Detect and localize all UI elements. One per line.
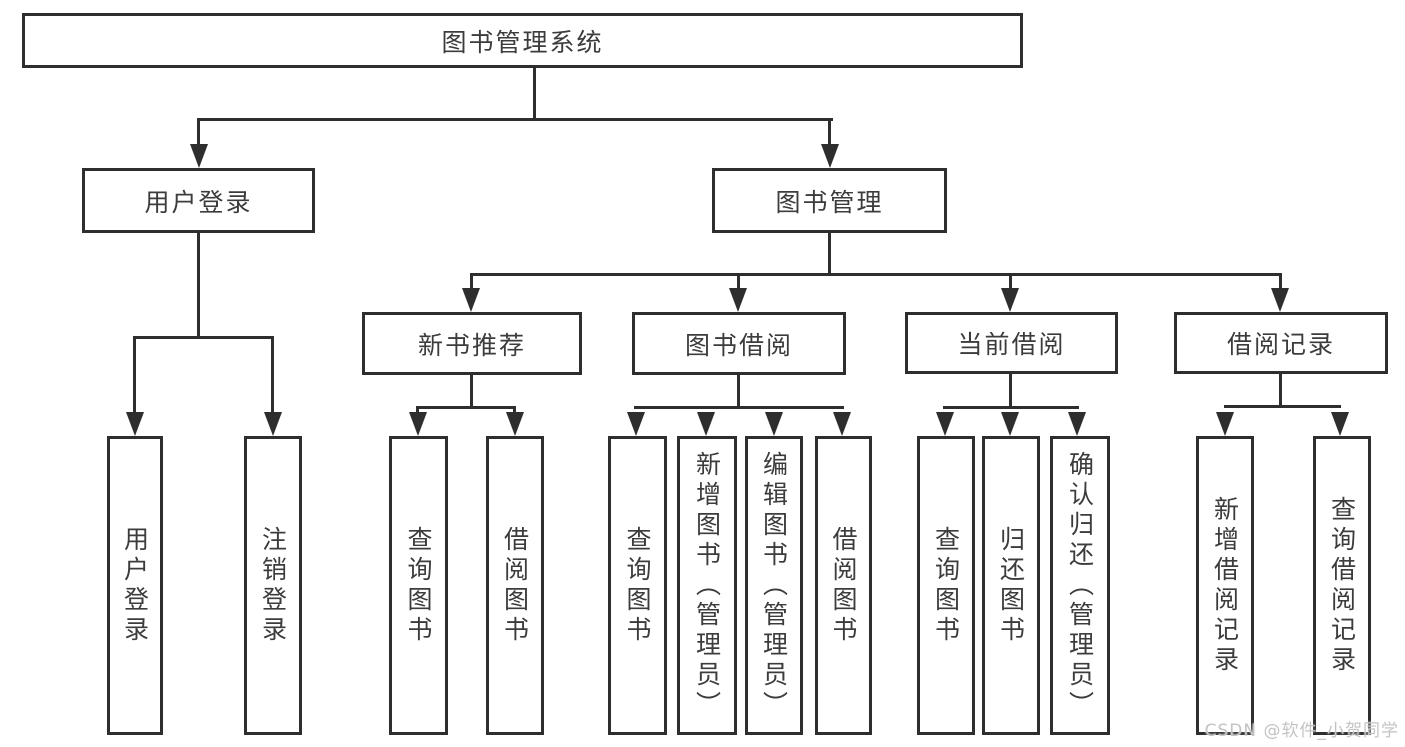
connector-bookmgmt-trunk	[828, 233, 831, 275]
arrow-down-icon	[697, 412, 715, 436]
connector-userlogin-drop-left	[133, 338, 136, 414]
node-borrow-books-newbook: 借阅图书	[486, 436, 544, 735]
arrow-down-icon	[190, 144, 208, 168]
arrow-down-icon	[409, 412, 427, 436]
connector-bookmgmt-drop	[737, 275, 740, 290]
connector-borrowrecord-bar	[1224, 405, 1341, 408]
node-user-login-action: 用户登录	[107, 436, 163, 735]
arrow-down-icon	[1271, 288, 1289, 312]
node-new-book-recommend: 新书推荐	[362, 312, 582, 375]
node-book-management: 图书管理	[712, 168, 947, 233]
node-return-books: 归还图书	[982, 436, 1040, 735]
csdn-watermark: CSDN @软件_小贺同学	[1204, 721, 1399, 741]
connector-bookmgmt-bar	[470, 273, 1282, 276]
node-edit-books-admin: 编辑图书（管理员）	[745, 436, 803, 735]
node-borrow-records: 借阅记录	[1174, 312, 1388, 374]
node-query-books-borrow: 查询图书	[608, 436, 667, 735]
arrow-down-icon	[821, 144, 839, 168]
arrow-down-icon	[1001, 412, 1019, 436]
node-user-login: 用户登录	[82, 168, 315, 233]
connector-currentborrow-trunk	[1009, 374, 1012, 408]
node-borrow-books: 借阅图书	[815, 436, 872, 735]
node-logout-action: 注销登录	[244, 436, 302, 735]
arrow-down-icon	[1068, 412, 1086, 436]
connector-root-drop-right	[828, 120, 831, 148]
node-query-books-current: 查询图书	[917, 436, 975, 735]
arrow-down-icon	[264, 412, 282, 436]
arrow-down-icon	[627, 412, 645, 436]
connector-userlogin-drop-right	[271, 338, 274, 414]
arrow-down-icon	[126, 412, 144, 436]
node-current-borrow: 当前借阅	[905, 312, 1118, 374]
connector-bookborrow-bar	[634, 406, 844, 409]
connector-userlogin-trunk	[197, 233, 200, 338]
connector-userlogin-bar	[133, 336, 274, 339]
arrow-down-icon	[462, 288, 480, 312]
node-query-books-newbook: 查询图书	[389, 436, 448, 735]
arrow-down-icon	[765, 412, 783, 436]
connector-root-bar	[197, 118, 833, 121]
node-query-borrow-record: 查询借阅记录	[1313, 436, 1371, 735]
arrow-down-icon	[1331, 412, 1349, 436]
connector-currentborrow-bar	[943, 406, 1079, 409]
arrow-down-icon	[1001, 288, 1019, 312]
connector-bookborrow-trunk	[737, 375, 740, 408]
arrow-down-icon	[1216, 412, 1234, 436]
node-library-management-system: 图书管理系统	[22, 13, 1023, 68]
arrow-down-icon	[833, 412, 851, 436]
node-confirm-return-admin: 确认归还（管理员）	[1050, 436, 1110, 735]
node-add-borrow-record: 新增借阅记录	[1196, 436, 1254, 735]
connector-borrowrecord-trunk	[1279, 374, 1282, 407]
arrow-down-icon	[729, 288, 747, 312]
connector-root-trunk	[533, 68, 536, 120]
connector-root-drop-left	[197, 120, 200, 148]
connector-newbook-bar	[416, 406, 516, 409]
node-add-books-admin: 新增图书（管理员）	[677, 436, 737, 735]
connector-newbook-trunk	[470, 375, 473, 408]
arrow-down-icon	[936, 412, 954, 436]
node-book-borrow: 图书借阅	[632, 312, 846, 375]
connector-bookmgmt-drop	[1279, 275, 1282, 290]
arrow-down-icon	[506, 412, 524, 436]
connector-bookmgmt-drop	[470, 275, 473, 290]
connector-bookmgmt-drop	[1009, 275, 1012, 290]
